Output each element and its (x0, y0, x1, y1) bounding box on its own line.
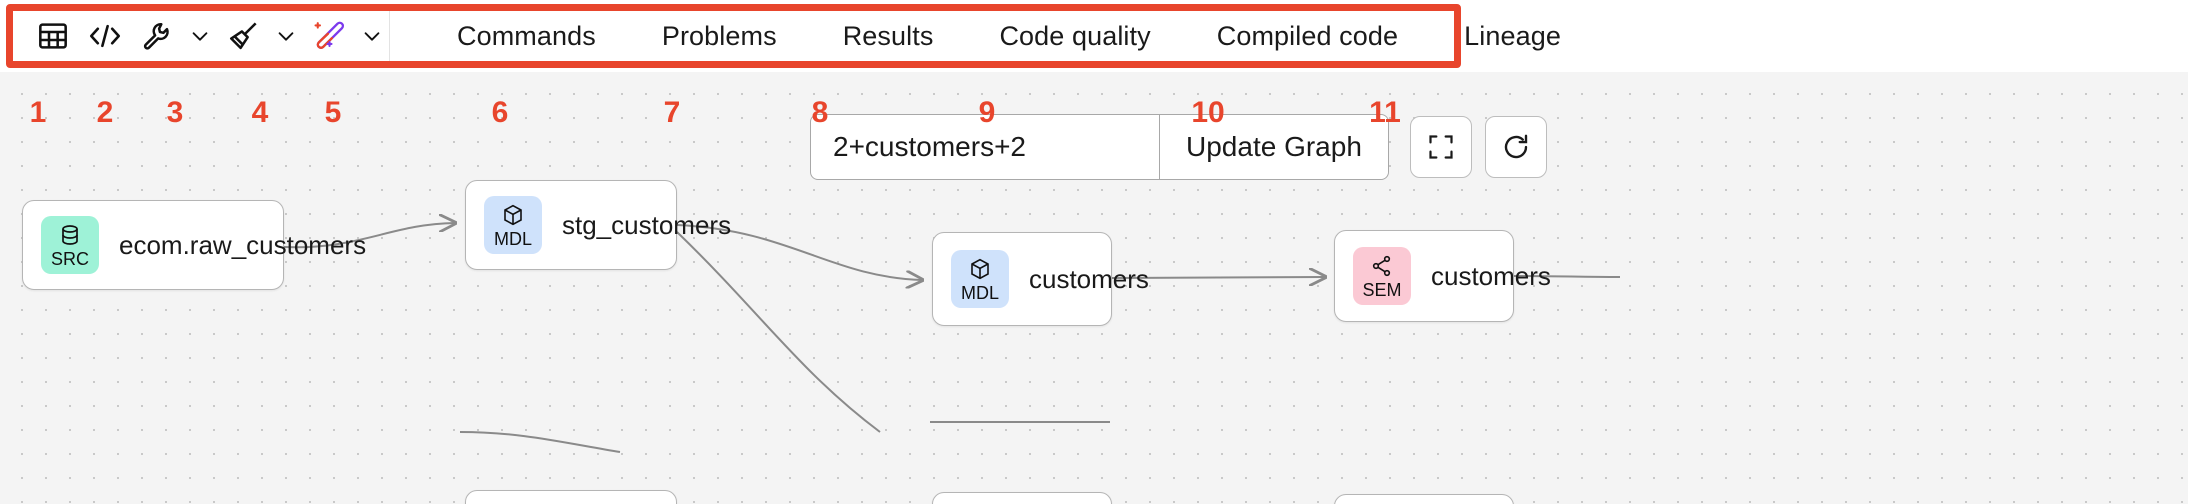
annotation-number-1: 1 (29, 96, 47, 129)
annotation-number-6: 6 (491, 96, 509, 129)
graph-node[interactable]: SRC ecom.raw_customers (22, 200, 366, 290)
refresh-icon (1504, 134, 1528, 159)
cube-icon (504, 204, 522, 225)
node-type-badge: MDL (951, 250, 1009, 308)
refresh-button[interactable] (1485, 116, 1547, 178)
node-type-badge: SRC (41, 216, 99, 274)
update-graph-button[interactable]: Update Graph (1159, 115, 1388, 179)
expand-icon (1429, 135, 1453, 159)
toolbar-highlight-box: Commands Problems Results Code quality C… (6, 4, 1561, 68)
annotation-number-5: 5 (324, 96, 342, 129)
annotation-number-8: 8 (811, 96, 829, 129)
badge-label: MDL (960, 282, 999, 303)
toolbar-tabs: Commands Problems Results Code quality C… (390, 11, 1594, 61)
annotation-number-3: 3 (166, 96, 184, 129)
node-type-badge: MDL (484, 196, 542, 254)
table-icon[interactable] (27, 12, 79, 60)
node-label: customers (1029, 263, 1149, 294)
node-label: customers (1431, 260, 1551, 291)
tab-code-quality[interactable]: Code quality (999, 20, 1151, 51)
magic-wand-icon[interactable] (303, 12, 355, 60)
lineage-edges (283, 72, 1621, 453)
chevron-down-icon[interactable] (355, 12, 389, 60)
annotation-number-10: 10 (1191, 96, 1225, 129)
chevron-down-icon[interactable] (183, 12, 217, 60)
annotation-number-7: 7 (663, 96, 681, 129)
node-type-badge: SEM (1353, 247, 1411, 305)
node-label: stg_customers (562, 209, 732, 240)
annotation-number-2: 2 (96, 96, 114, 129)
lineage-canvas[interactable]: SRC ecom.raw_customers MDL stg_customers… (0, 72, 2188, 504)
graph-node[interactable]: MDL stg_customers (465, 180, 731, 270)
editor-toolbar: Commands Problems Results Code quality C… (13, 11, 1561, 61)
tab-results[interactable]: Results (842, 20, 934, 51)
badge-label: MDL (493, 228, 532, 249)
tab-problems[interactable]: Problems (661, 20, 777, 51)
annotation-number-11: 11 (1369, 96, 1401, 129)
toolbar-icon-group (13, 11, 390, 61)
chevron-down-icon[interactable] (269, 12, 303, 60)
tab-compiled-code[interactable]: Compiled code (1216, 20, 1399, 51)
annotation-number-4: 4 (251, 96, 269, 129)
model-selector-input[interactable] (811, 115, 1159, 179)
graph-node[interactable]: SEM customers (1334, 230, 1551, 322)
cube-icon (971, 258, 989, 279)
tab-lineage[interactable]: Lineage (1464, 20, 1561, 51)
fullscreen-button[interactable] (1410, 116, 1472, 178)
graph-node[interactable] (465, 490, 677, 504)
graph-node[interactable]: MDL customers (932, 232, 1149, 326)
badge-label: SRC (50, 248, 89, 269)
badge-label: SEM (1362, 279, 1402, 300)
broom-icon[interactable] (217, 12, 269, 60)
wrench-icon[interactable] (131, 12, 183, 60)
graph-node[interactable] (1334, 494, 1514, 504)
code-icon[interactable] (79, 12, 131, 60)
share-nodes-icon (1372, 255, 1391, 276)
database-icon (62, 224, 78, 245)
graph-controls: Update Graph (810, 114, 1389, 180)
tab-commands[interactable]: Commands (457, 20, 596, 51)
annotation-number-9: 9 (978, 96, 996, 129)
graph-node[interactable] (932, 492, 1112, 504)
node-label: ecom.raw_customers (119, 229, 367, 260)
